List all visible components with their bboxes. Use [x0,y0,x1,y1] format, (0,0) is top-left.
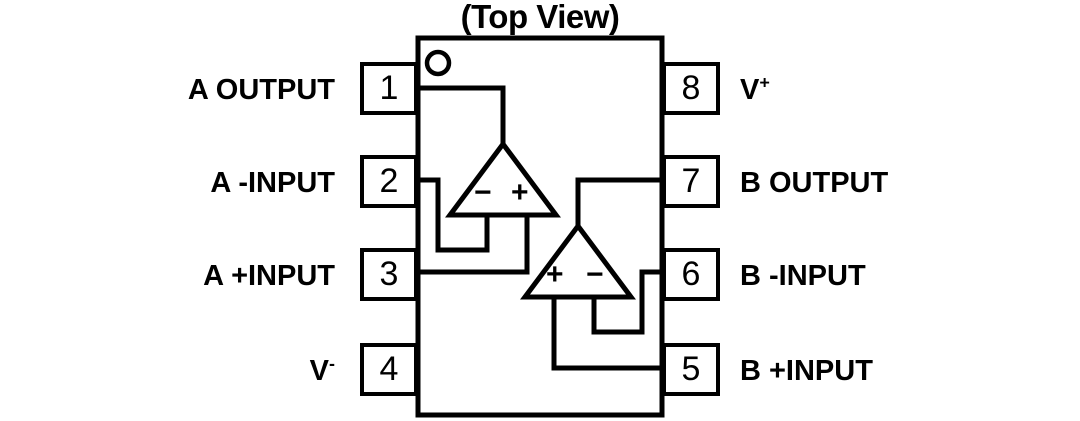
pin-label-6-text: B -INPUT [740,260,866,292]
pin-box-4[interactable]: 4 [360,343,418,396]
pin-box-2[interactable]: 2 [360,155,418,208]
amp-b-left-terminal-sign: + [546,258,564,291]
pin-label-3-text: A +INPUT [203,260,335,292]
pin-label-4-text: V [309,355,330,387]
amp-b-right-terminal-sign: − [586,258,604,291]
pin-label-6: B -INPUT [740,262,866,291]
pin-box-6[interactable]: 6 [662,248,720,301]
pin-label-5: B +INPUT [740,357,873,386]
pin-label-8-text: V [740,74,760,106]
pin-label-7-text: B OUTPUT [740,167,889,199]
amp-a-right-terminal-sign: + [511,176,529,209]
pin-label-3: A +INPUT [203,262,335,291]
pin-box-3[interactable]: 3 [360,248,418,301]
pin-label-1: A OUTPUT [188,76,335,105]
amp-b-noninverting-input-wire [551,297,662,371]
pin-label-4: V- [309,354,335,387]
pin-label-4-superscript: - [329,353,335,374]
pin-label-7: B OUTPUT [740,169,888,198]
pin-label-8: V+ [740,73,770,106]
pin-label-2: A -INPUT [210,169,335,198]
pin-label-2-text: A -INPUT [210,167,335,199]
pin-label-5-text: B +INPUT [740,355,873,387]
pin-box-1[interactable]: 1 [360,62,418,115]
amp-b-output-wire [575,177,662,226]
amp-a-output-wire [418,85,506,144]
amp-b-triangle [520,221,636,300]
pin-label-8-superscript: + [759,72,770,93]
amp-a-triangle [445,139,561,218]
pin-box-5[interactable]: 5 [662,343,720,396]
amp-a-left-terminal-sign: − [474,176,492,209]
pin-label-1-text: A OUTPUT [187,74,335,106]
amp-b-inverting-input-wire [591,269,662,335]
amp-a-noninverting-input-wire [418,215,530,275]
pin-box-7[interactable]: 7 [662,155,720,208]
package-body-outline [415,35,665,418]
pin-box-8[interactable]: 8 [662,62,720,115]
amp-a-inverting-input-wire [418,177,490,253]
pin1-marker-circle [424,49,452,77]
diagram-title: (Top View) [460,0,620,35]
